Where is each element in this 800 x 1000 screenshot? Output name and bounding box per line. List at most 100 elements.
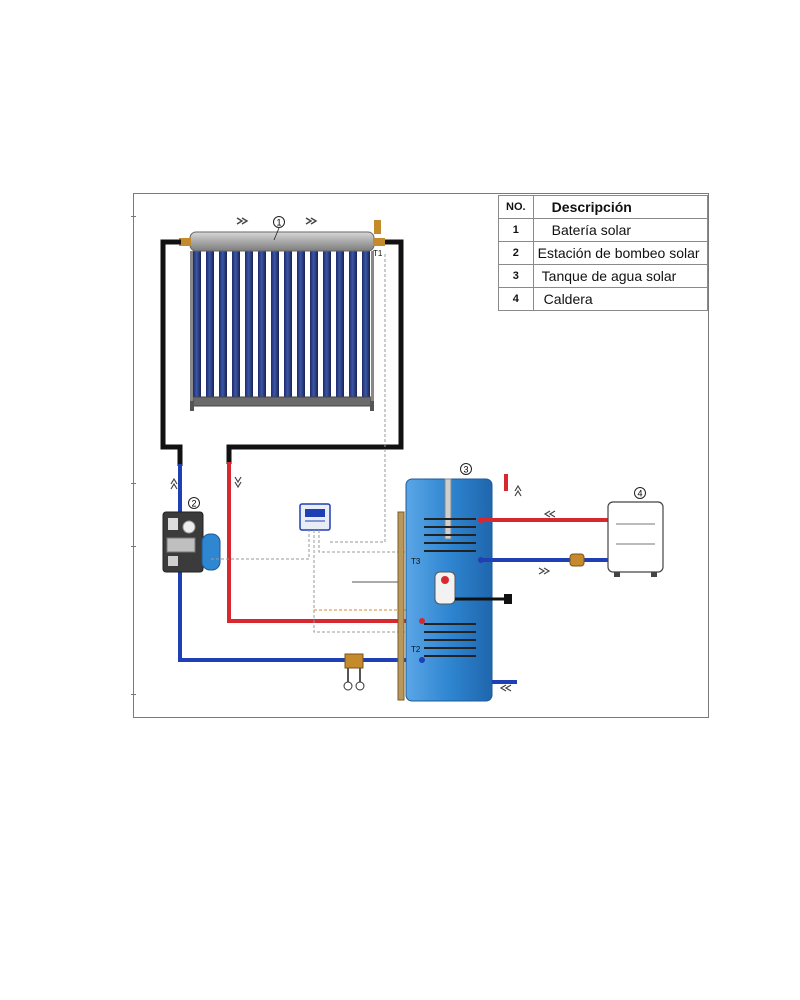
controller-display <box>305 509 325 517</box>
flow-arrow-up-icon <box>170 477 178 490</box>
pump-body <box>166 537 196 553</box>
pump-control-wire <box>211 530 310 560</box>
component-marker-3 <box>460 463 472 475</box>
flow-arrow-right-icon <box>538 567 551 575</box>
vacuum-tube <box>362 249 370 401</box>
upper-heat-exchanger-coil <box>424 518 476 552</box>
tank-anode <box>444 478 452 540</box>
sensor-t2-label: T2 <box>411 645 421 654</box>
legend-row-desc: Estación de bombeo solar <box>532 241 709 265</box>
margin-tick <box>131 694 136 695</box>
valve-handle-icon <box>343 681 353 691</box>
boiler-cabinet <box>607 501 664 573</box>
sensor-t2-wire <box>313 530 422 633</box>
valve-handle-icon <box>355 681 365 691</box>
collector-frame-right <box>371 251 374 401</box>
vacuum-tube <box>193 249 201 401</box>
flow-arrow-down-icon <box>234 476 242 489</box>
header-fitting-left <box>179 238 191 246</box>
pipe-joint <box>419 618 425 624</box>
legend-row-desc: Batería solar <box>532 218 709 242</box>
header-fitting-right <box>373 238 385 246</box>
vacuum-tube <box>323 249 331 401</box>
solar-system-diagram: 1 T1 2 <box>131 193 709 718</box>
legend-row: 2 Estación de bombeo solar <box>498 241 709 265</box>
sensor-t1-label: T1 <box>373 249 383 258</box>
pump-station: 2 <box>162 497 221 573</box>
signal-wires <box>211 254 422 633</box>
legend-header-desc: Descripción <box>532 195 709 219</box>
collector-header-manifold <box>189 231 375 252</box>
sensor-t3-label: T3 <box>411 557 421 566</box>
flow-pipe-from-collector <box>226 239 404 464</box>
component-marker-4-label: 4 <box>637 489 642 499</box>
collector-frame-left <box>190 251 193 401</box>
flow-arrow-icon <box>236 217 249 225</box>
sensor-t3-wire <box>318 530 422 553</box>
vacuum-tube <box>245 249 253 401</box>
air-vent-valve <box>374 220 381 234</box>
vacuum-tube <box>219 249 227 401</box>
vacuum-tube <box>206 249 214 401</box>
component-marker-2-label: 2 <box>191 499 196 509</box>
flow-arrow-left-icon <box>499 684 512 692</box>
hot-flow-line <box>227 462 422 623</box>
solar-circuit-pipes <box>160 239 404 466</box>
return-pipe-to-collector <box>160 239 183 466</box>
mixing-valve <box>343 653 365 691</box>
margin-tick <box>131 216 136 217</box>
vacuum-tube <box>310 249 318 401</box>
lower-heat-exchanger-coil <box>424 623 476 657</box>
legend-row: 4 Caldera <box>498 287 709 311</box>
margin-tick <box>131 546 136 547</box>
sensor-t1-wire <box>330 254 386 543</box>
anode-rod <box>397 511 405 701</box>
vacuum-tube <box>284 249 292 401</box>
electric-heater <box>434 571 456 605</box>
component-marker-1 <box>273 216 285 228</box>
component-marker-3-label: 3 <box>463 465 468 475</box>
pump-gauge <box>168 518 178 530</box>
collector-tubes <box>193 249 370 401</box>
boiler-foot <box>614 572 620 577</box>
legend-row-desc: Caldera <box>532 287 709 311</box>
pressure-gauge-icon <box>182 520 196 534</box>
legend-table: NO. Descripción 1 Batería solar 2 Estaci… <box>498 195 709 311</box>
legend-row-no: 4 <box>498 287 534 311</box>
power-plug-icon <box>504 594 512 604</box>
component-marker-2 <box>188 497 200 509</box>
collector-leg <box>370 399 374 411</box>
controller <box>299 503 331 531</box>
schematic-drawing: 1 T1 2 <box>160 216 664 702</box>
margin-tick <box>131 483 136 484</box>
pump-valve <box>168 556 178 566</box>
legend-row-desc: Tanque de agua solar <box>532 264 709 288</box>
legend-header-row: NO. Descripción <box>498 195 709 219</box>
vacuum-tube <box>297 249 305 401</box>
legend-row-no: 2 <box>498 241 534 265</box>
legend-row-no: 1 <box>498 218 534 242</box>
expansion-vessel <box>201 533 221 571</box>
boiler: 4 <box>607 487 664 577</box>
collector-bottom-bracket <box>191 396 373 407</box>
boiler-pump <box>569 553 585 567</box>
pipe-joint <box>419 657 425 663</box>
vacuum-tube <box>271 249 279 401</box>
boiler-foot <box>651 572 657 577</box>
component-marker-4 <box>634 487 646 499</box>
flow-arrow-left-icon <box>543 510 556 518</box>
legend-row-no: 3 <box>498 264 534 288</box>
pipe-joint <box>478 557 484 563</box>
legend-header-no: NO. <box>498 195 534 219</box>
legend-row: 1 Batería solar <box>498 218 709 242</box>
flow-arrow-icon <box>305 217 318 225</box>
valve-body <box>344 653 364 669</box>
vacuum-tube <box>336 249 344 401</box>
flow-arrow-up-icon <box>514 484 522 497</box>
marker-leader <box>273 227 280 241</box>
vacuum-tube <box>349 249 357 401</box>
pipe-joint <box>478 517 484 523</box>
hot-flow-pipe <box>227 462 422 623</box>
solar-water-tank: 3 T3 T2 <box>397 463 512 702</box>
tank-connections <box>482 474 609 684</box>
